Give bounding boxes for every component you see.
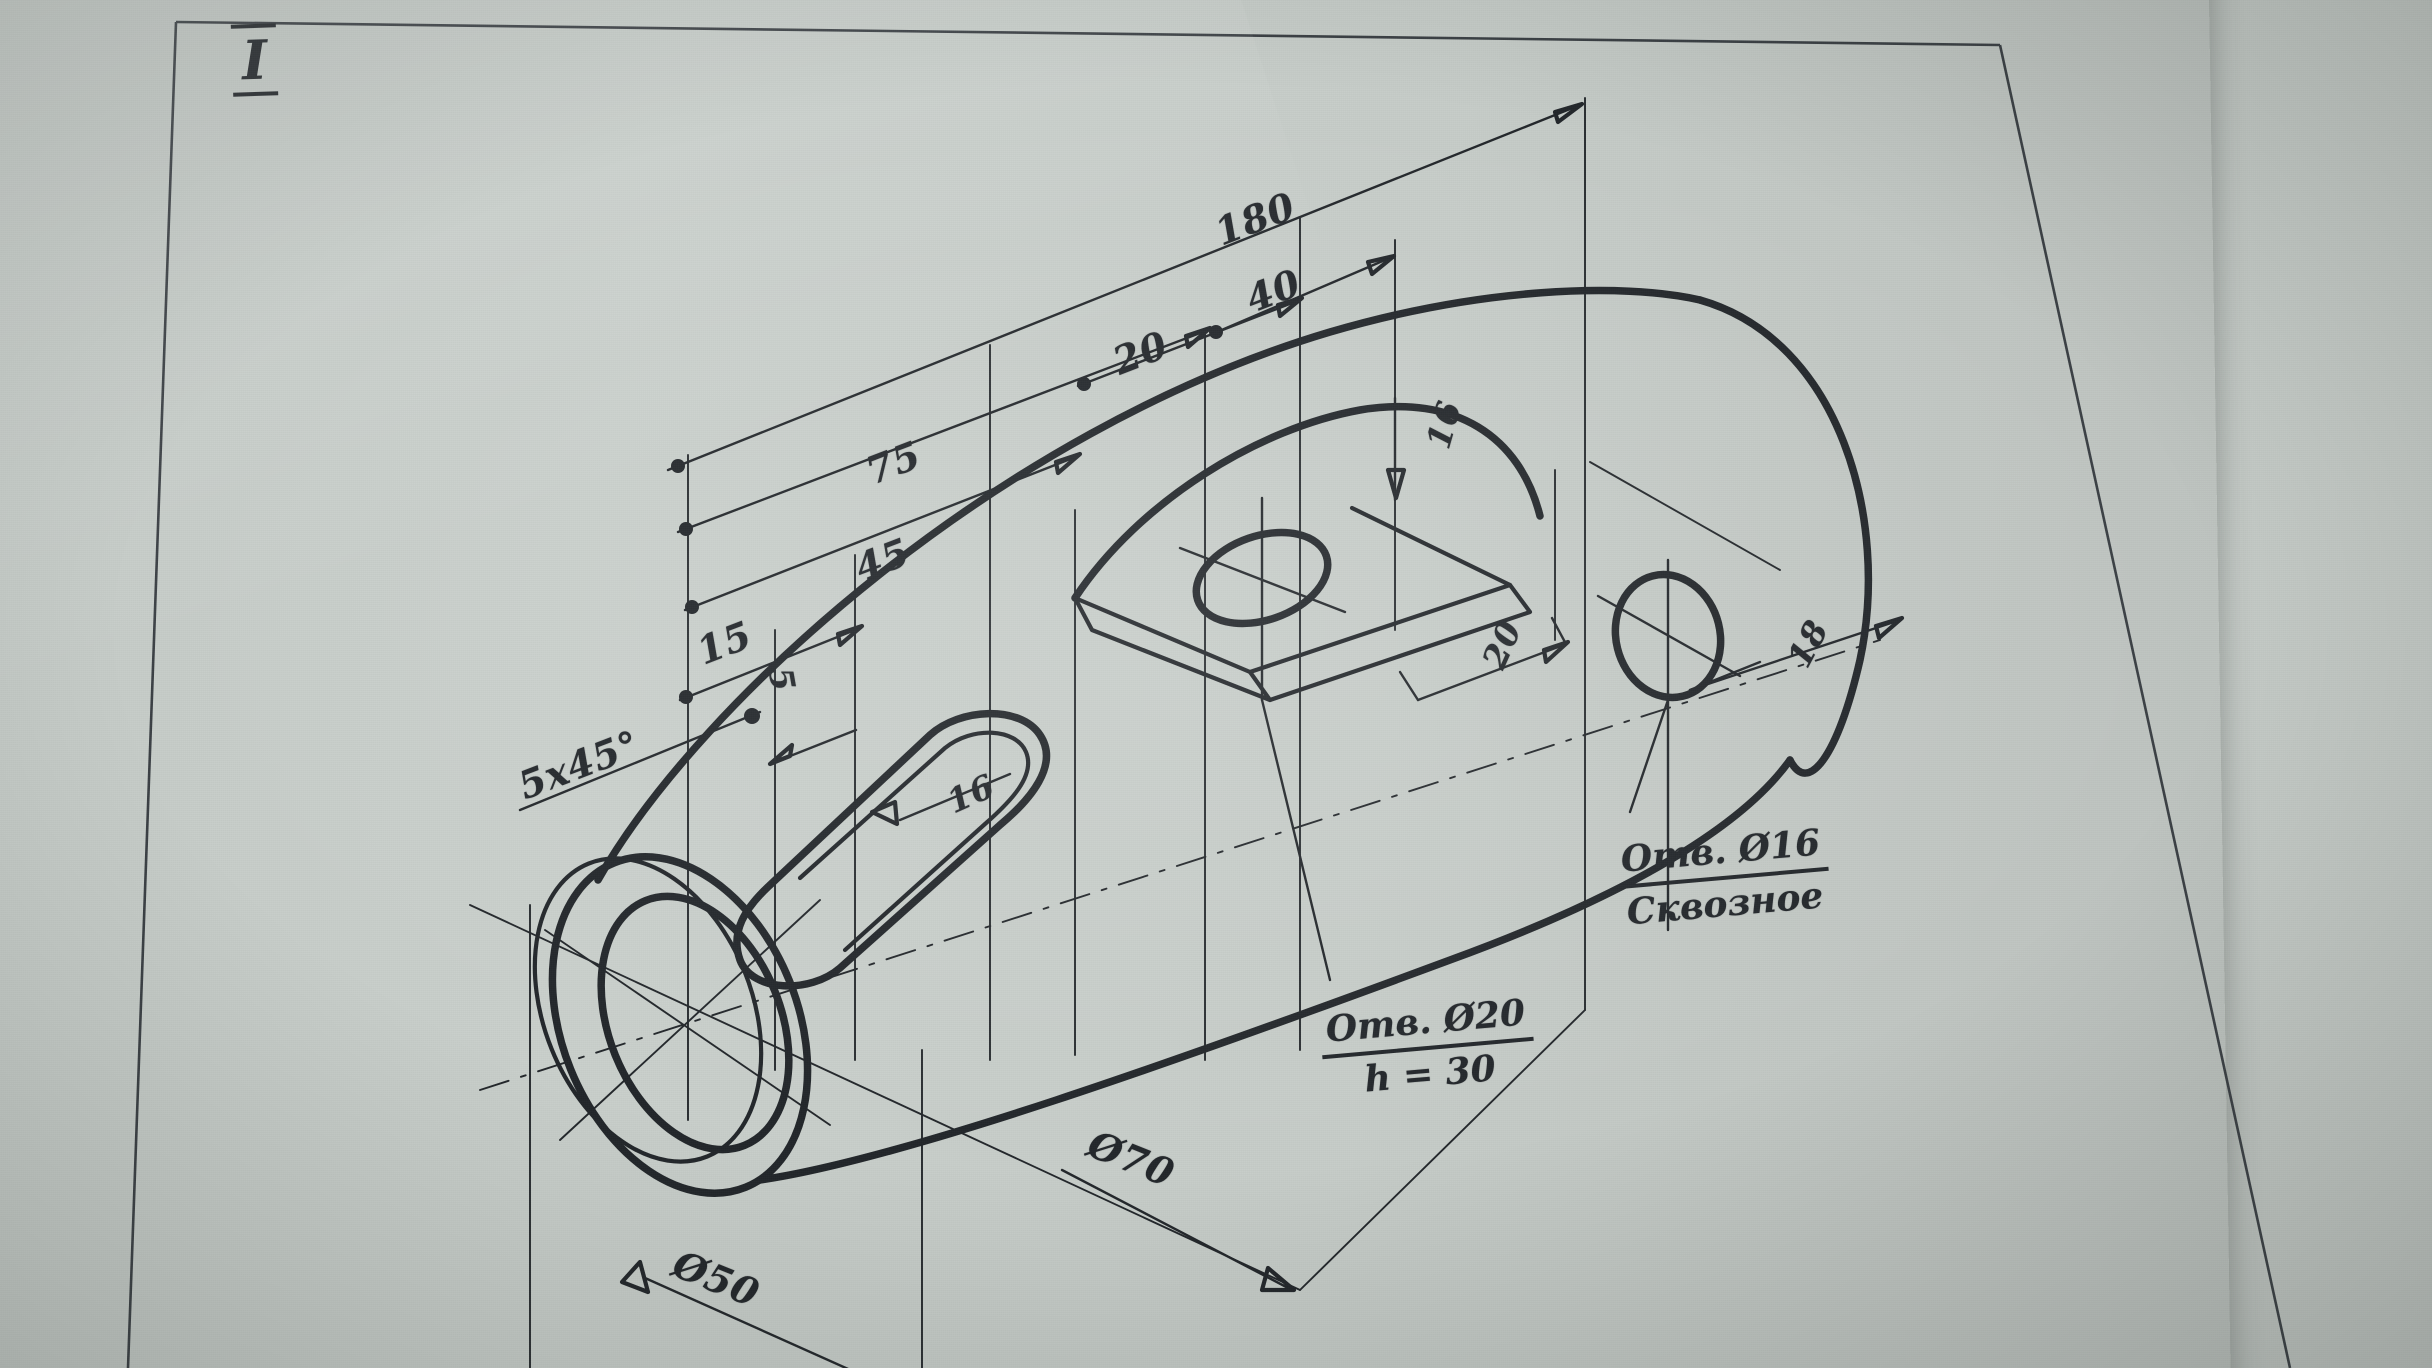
hole-16-feature [1596, 558, 1742, 932]
slot-feature [733, 709, 1051, 990]
note-hole-16: Отв. Ø16 Сквозное [1613, 820, 1832, 936]
sheet-border [126, 20, 2292, 1368]
projection-baseline [469, 904, 1586, 1291]
corner-sheet-id: I [230, 23, 279, 97]
dimension-lines [518, 101, 1905, 1368]
extension-lines [529, 97, 1586, 1368]
cylinder-body [548, 286, 1873, 1197]
milled-flat [1071, 402, 1544, 703]
centre-lines [479, 461, 1881, 1141]
note-hole-20: Отв. Ø20 h = 30 [1318, 990, 1537, 1106]
